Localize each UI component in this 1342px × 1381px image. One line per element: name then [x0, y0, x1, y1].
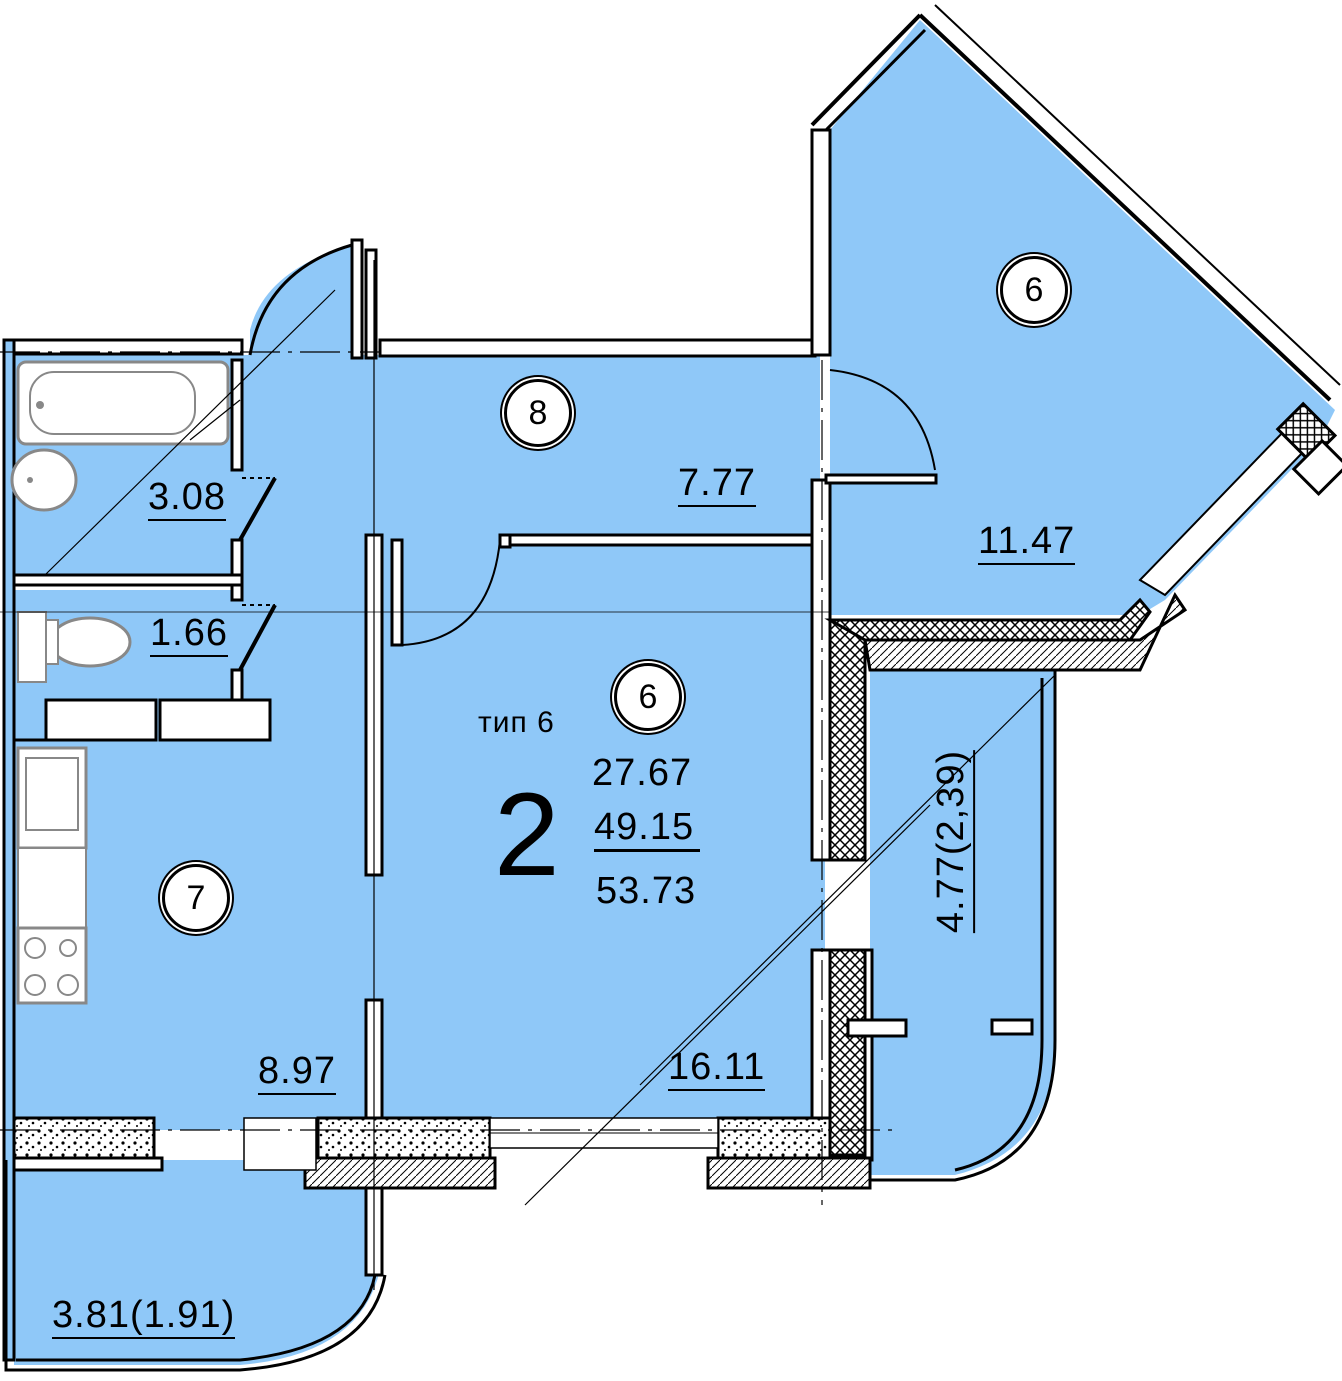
living-area-total: 27.67: [592, 752, 693, 794]
doors: [238, 369, 936, 671]
total-area: 49.15: [594, 808, 701, 852]
hall-floor: [380, 355, 820, 540]
balcony-outlines: [4, 243, 1057, 1372]
bedroom-area: 11.47: [978, 522, 1076, 565]
corridor-floor: [240, 355, 380, 755]
apartment-type: тип 6: [478, 706, 555, 739]
toilet-area: 1.66: [150, 614, 228, 657]
guide-lines: [0, 260, 1056, 1290]
entrance-floor: [250, 245, 352, 355]
rooms-count: 2: [494, 769, 561, 901]
bathroom-area: 3.08: [148, 478, 226, 521]
insulated-walls: [824, 591, 1188, 1162]
balcony-right-floor: [870, 670, 1055, 1175]
kitchen-room-code: 7: [162, 864, 230, 932]
kitchen-area: 8.97: [258, 1052, 336, 1095]
balcony-left-floor: [14, 1160, 380, 1365]
living-floor: [380, 540, 825, 1130]
bedroom-room-code: 6: [1000, 256, 1068, 324]
living-room-area: 16.11: [668, 1048, 766, 1091]
balcony-left-area: 3.81(1.91): [52, 1296, 236, 1339]
hall-room-code: 8: [504, 379, 572, 447]
total-area-with-balconies: 53.73: [596, 870, 697, 912]
washbasin: [10, 448, 78, 512]
toilet-bowl: [17, 611, 47, 683]
living-room-code: 6: [614, 663, 682, 731]
bedroom-floor: [830, 20, 1335, 615]
hall-area: 7.77: [678, 464, 756, 507]
fixtures: [10, 360, 230, 1005]
exterior-wall-bottom: [12, 1116, 872, 1190]
balcony-right-area: 4.77(2,39): [930, 749, 976, 934]
room-fills: [14, 20, 1335, 1365]
kitchen-counter: [17, 847, 87, 929]
bedroom-window: [1138, 401, 1342, 597]
